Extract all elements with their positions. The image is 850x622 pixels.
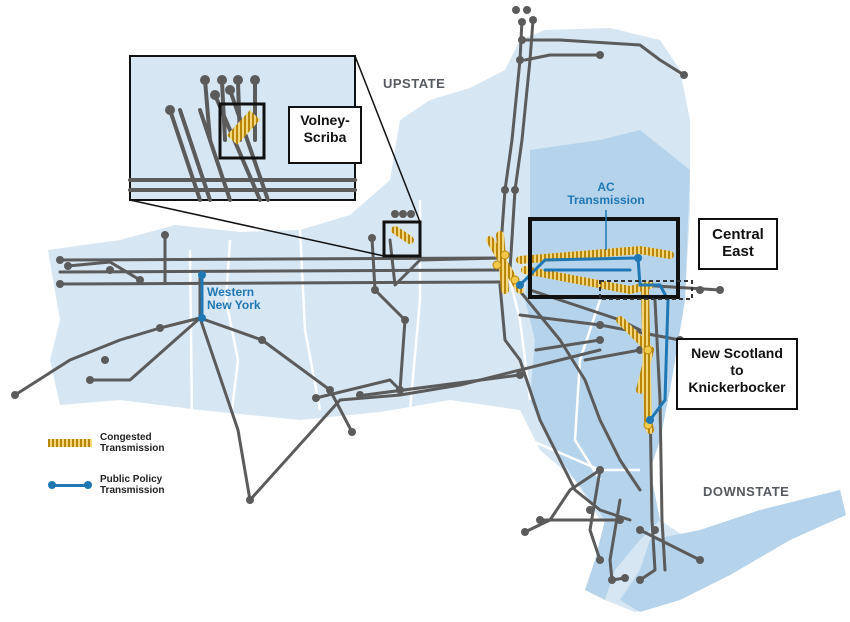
region-label-upstate: UPSTATE: [383, 76, 446, 91]
public-policy-transmission: [200, 256, 670, 422]
new-scotland-box: [599, 280, 693, 300]
new-scotland-callout: New Scotland to Knickerbocker: [676, 338, 798, 410]
central-east-box: [528, 217, 680, 299]
legend-congested: Congested Transmission: [48, 432, 164, 454]
central-east-callout: Central East: [698, 218, 778, 270]
western-new-york-label: Western New York: [207, 285, 261, 312]
long-island-shape: [620, 490, 846, 612]
volney-scriba-callout: Volney- Scriba: [288, 106, 362, 164]
ac-transmission-label: AC Transmission: [567, 180, 645, 207]
public-policy-nodes: [198, 254, 654, 424]
legend-congested-label: Congested Transmission: [100, 432, 165, 454]
legend-public-policy-swatch: [48, 480, 92, 490]
region-label-downstate: DOWNSTATE: [703, 484, 790, 499]
congested-nodes: [492, 250, 653, 430]
legend-public-policy-label: Public Policy Transmission: [100, 474, 165, 496]
transmission-lines: [13, 18, 722, 582]
substation-nodes: [11, 6, 724, 584]
zoom-line-1: [129, 199, 385, 257]
legend-public-policy: Public Policy Transmission: [48, 474, 164, 496]
volney-scriba-small-box: [382, 220, 422, 258]
zoom-line-2: [354, 55, 421, 223]
legend-congested-swatch: [48, 439, 92, 447]
